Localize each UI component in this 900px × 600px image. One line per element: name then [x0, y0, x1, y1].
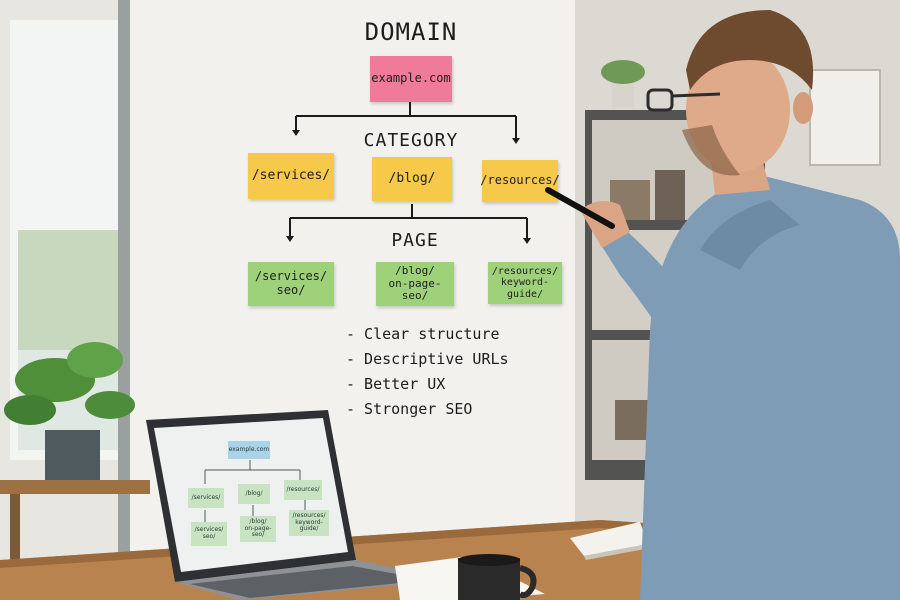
note-category-label: /blog/: [388, 170, 436, 186]
laptop-note-domain: example.com: [228, 441, 270, 459]
laptop-note-category: /services/: [188, 488, 224, 508]
bullet-item: - Descriptive URLs: [346, 350, 509, 368]
note-page-line2: seo/: [276, 283, 306, 297]
laptop-note-line1: /blog/: [249, 518, 267, 526]
laptop-note-page: /resources/ keyword-guide/: [289, 510, 329, 536]
note-page-line1: /resources/: [491, 265, 559, 277]
note-page-resources-keyword: /resources/ keyword-guide/: [488, 262, 562, 304]
note-page-line1: /blog/: [395, 264, 435, 278]
potted-plant: [4, 342, 135, 480]
note-page-line2: keyword-guide/: [500, 277, 550, 300]
laptop-note-line1: /resources/: [292, 512, 326, 520]
note-domain: example.com: [370, 56, 452, 102]
laptop-note-page: /blog/ on-page-seo/: [240, 516, 276, 542]
laptop-note-line2: keyword-guide/: [295, 518, 323, 533]
arm: [598, 225, 690, 330]
hair: [686, 10, 814, 90]
note-category-blog: /blog/: [372, 157, 452, 201]
note-page-line2: on-page-seo/: [388, 276, 442, 303]
heading-domain: DOMAIN: [364, 18, 458, 46]
note-page-blog-onpage: /blog/ on-page-seo/: [376, 262, 454, 306]
glasses: [646, 88, 721, 112]
glass-frame: [118, 0, 130, 560]
laptop-note-line1: /services/: [194, 526, 224, 534]
shirt: [640, 175, 900, 600]
bullet-item: - Better UX: [346, 375, 446, 393]
notebook: [570, 522, 650, 560]
laptop-note-line2: seo/: [202, 533, 216, 540]
note-domain-label: example.com: [371, 71, 451, 86]
note-category-label: /resources/: [480, 173, 560, 188]
heading-category: CATEGORY: [363, 130, 459, 151]
laptop-note-category: /resources/: [284, 480, 322, 500]
note-page-line1: /services/: [254, 269, 328, 284]
coffee-mug: [458, 554, 537, 600]
note-category-label: /services/: [251, 167, 331, 183]
laptop-note-page: /services/ seo/: [191, 522, 227, 546]
note-category-resources: /resources/: [480, 160, 560, 202]
bullet-item: - Clear structure: [346, 325, 500, 343]
note-category-services: /services/: [248, 153, 334, 199]
heading-page: PAGE: [391, 230, 439, 251]
bullet-item: - Stronger SEO: [346, 400, 473, 418]
laptop-note-line2: on-page-seo/: [244, 524, 272, 539]
laptop-note-category: /blog/: [238, 484, 270, 504]
marker: [545, 187, 615, 229]
note-page-services-seo: /services/ seo/: [248, 262, 334, 306]
